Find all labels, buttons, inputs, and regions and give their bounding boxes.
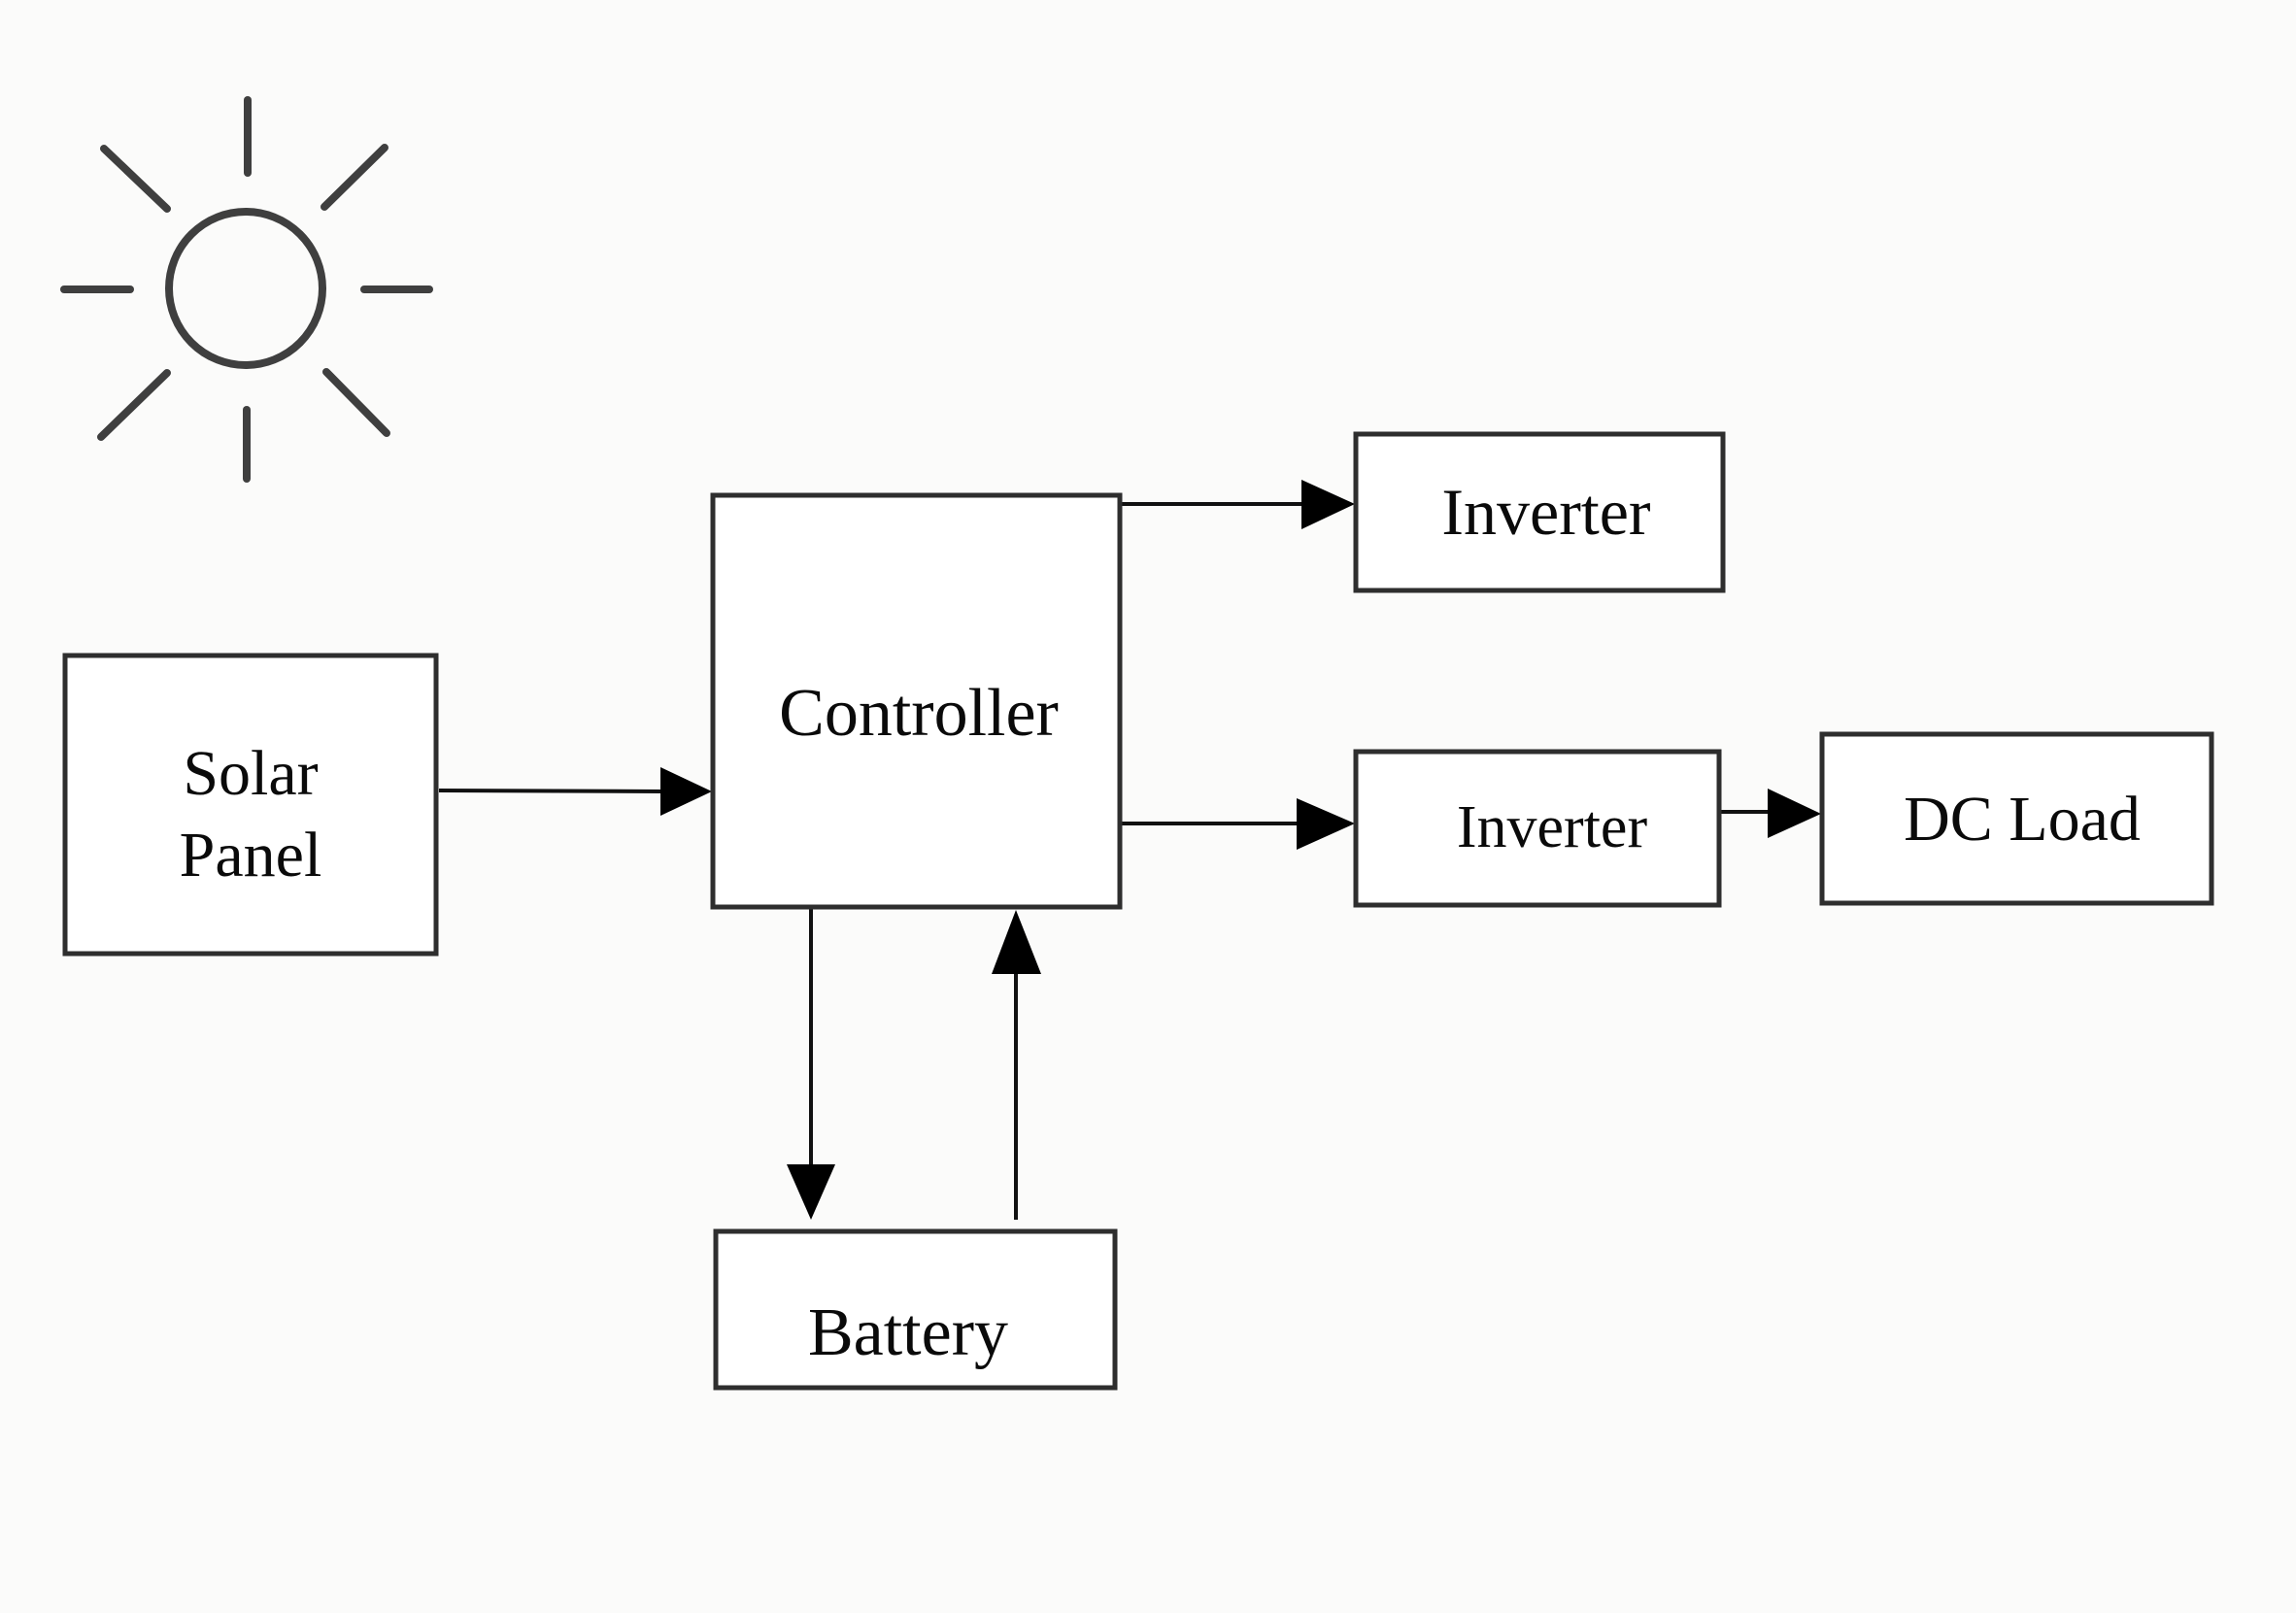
sun-disc [165,208,326,369]
arrow-head-down [787,1164,835,1220]
sun-ray-bottom-right [322,368,390,437]
sun-ray-top-left [100,145,171,213]
block-controller[interactable]: Controller [710,492,1123,910]
arrow-head-right [1297,798,1355,850]
arrow-head-up [992,910,1041,974]
block-inverter-bottom[interactable]: Inverter [1353,749,1722,908]
battery-label: Battery [808,1295,1008,1370]
solar-panel-box [62,653,439,957]
block-dc-load[interactable]: DC Load [1819,731,2214,906]
edge-controller-to-inverter-bottom [1122,798,1355,850]
edge-battery-to-controller [992,910,1041,1220]
arrow-head-right [1768,789,1821,838]
inverter-top-box [1353,431,1726,593]
arrow-head-right [660,767,712,816]
dc-load-label: DC Load [1904,784,2141,855]
controller-label: Controller [779,676,1059,751]
battery-box [713,1228,1118,1391]
inverter-bottom-label: Inverter [1457,794,1648,860]
sun-icon [60,96,433,483]
inverter-bottom-box [1353,749,1722,908]
connector-line [438,789,665,793]
connectors [438,480,1821,1220]
sun-ray-bottom-left [97,369,171,441]
block-battery[interactable]: Battery [713,1228,1118,1391]
block-inverter-top[interactable]: Inverter [1353,431,1726,593]
block-solar-panel[interactable]: Solar Panel [62,653,439,957]
controller-box [710,492,1123,910]
edge-inverter-to-dc-load [1721,789,1821,838]
sun-ray-top-right [321,144,388,211]
edge-controller-to-inverter-top [1122,480,1355,529]
solar-panel-label-line-2: Panel [180,820,322,891]
dc-load-box [1819,731,2214,906]
solar-panel-label-line-1: Solar [183,738,318,809]
arrow-head-right [1301,480,1355,529]
edge-solar-panel-to-controller [438,767,712,816]
inverter-top-label: Inverter [1441,475,1651,549]
edge-controller-to-battery [787,909,835,1220]
